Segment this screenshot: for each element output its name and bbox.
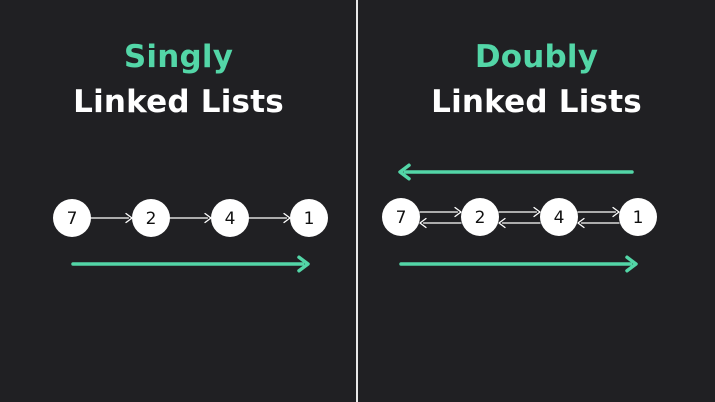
singly-next-pointer-2 — [169, 212, 212, 224]
singly-node-3: 4 — [211, 199, 249, 237]
doubly-traversal-arrow-left — [398, 163, 634, 181]
singly-node-circle — [53, 199, 91, 237]
doubly-prev-pointer-1-head — [419, 217, 427, 229]
singly-title-main: Linked Lists — [73, 84, 284, 120]
singly-next-pointer-1 — [90, 212, 133, 224]
singly-node-circle — [132, 199, 170, 237]
doubly-traversal-arrow-left-head — [398, 163, 411, 181]
doubly-node-2: 2 — [461, 198, 499, 236]
singly-next-pointer-3 — [248, 212, 291, 224]
doubly-linked-list-panel: Doubly Linked Lists 7 2 4 1 — [358, 0, 715, 402]
doubly-node-1: 7 — [382, 198, 420, 236]
doubly-node-circle — [461, 198, 499, 236]
doubly-prev-pointer-2-head — [498, 217, 506, 229]
singly-linked-list-panel: Singly Linked Lists 7 2 4 1 — [0, 0, 357, 402]
doubly-next-pointer-2 — [498, 206, 541, 218]
singly-node-label: 7 — [67, 209, 78, 229]
doubly-next-pointer-1 — [419, 206, 462, 218]
doubly-node-label: 2 — [475, 208, 486, 228]
doubly-next-pointer-3-head — [612, 206, 620, 218]
doubly-prev-pointer-3 — [577, 217, 620, 229]
singly-node-label: 4 — [225, 209, 236, 229]
singly-list-diagram: 7 2 4 1 — [53, 199, 328, 273]
doubly-next-pointer-2-head — [533, 206, 541, 218]
doubly-node-circle — [540, 198, 578, 236]
doubly-prev-pointer-1 — [419, 217, 462, 229]
singly-node-label: 1 — [304, 209, 315, 229]
doubly-next-pointer-3 — [577, 206, 620, 218]
doubly-prev-pointer-3-head — [577, 217, 585, 229]
doubly-traversal-arrow-right-head — [625, 255, 638, 273]
panel-divider — [356, 0, 358, 402]
singly-node-2: 2 — [132, 199, 170, 237]
singly-traversal-arrow-right-head — [297, 255, 310, 273]
singly-traversal-arrow-right — [71, 255, 310, 273]
doubly-prev-pointer-2 — [498, 217, 541, 229]
doubly-title-main: Linked Lists — [431, 84, 642, 120]
singly-title-accent: Singly — [123, 39, 234, 75]
singly-node-label: 2 — [146, 209, 157, 229]
doubly-node-circle — [382, 198, 420, 236]
doubly-node-label: 7 — [396, 208, 407, 228]
doubly-title-accent: Doubly — [474, 39, 599, 75]
singly-node-1: 7 — [53, 199, 91, 237]
doubly-node-3: 4 — [540, 198, 578, 236]
singly-node-circle — [290, 199, 328, 237]
doubly-node-circle — [619, 198, 657, 236]
doubly-list-diagram: 7 2 4 1 — [382, 163, 657, 273]
doubly-node-label: 4 — [554, 208, 565, 228]
singly-node-4: 1 — [290, 199, 328, 237]
doubly-node-label: 1 — [633, 208, 644, 228]
singly-node-circle — [211, 199, 249, 237]
doubly-node-4: 1 — [619, 198, 657, 236]
doubly-traversal-arrow-right — [399, 255, 638, 273]
doubly-next-pointer-1-head — [454, 206, 462, 218]
